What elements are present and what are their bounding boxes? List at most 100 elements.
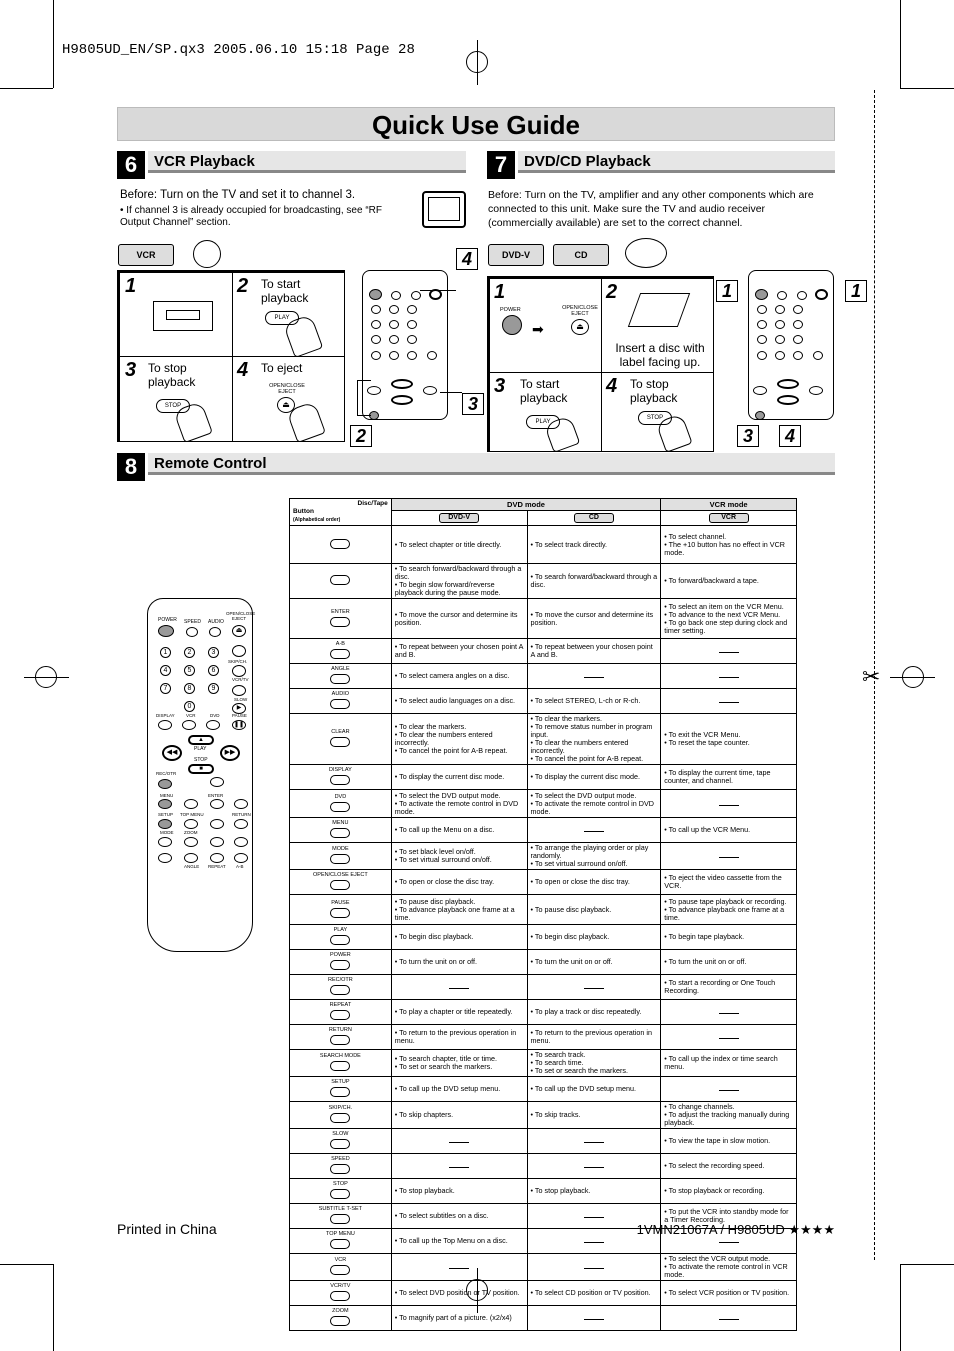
- dvd-button[interactable]: [407, 351, 417, 360]
- digit-button[interactable]: [757, 335, 767, 344]
- digit-button[interactable]: [389, 305, 399, 314]
- digit-7-button[interactable]: 7: [160, 683, 171, 694]
- ab-button[interactable]: [234, 853, 248, 863]
- digit-4-button[interactable]: 4: [160, 665, 171, 676]
- audio-button[interactable]: [411, 291, 421, 300]
- dvd-button[interactable]: [793, 351, 803, 360]
- up-button[interactable]: [210, 777, 224, 787]
- speed-button[interactable]: [186, 627, 198, 637]
- power-button[interactable]: [502, 315, 522, 335]
- setup-button[interactable]: [158, 819, 172, 829]
- digit-button[interactable]: [389, 320, 399, 329]
- rewind-button[interactable]: [753, 386, 767, 395]
- pause-button[interactable]: [427, 351, 437, 360]
- vcr-button[interactable]: [775, 351, 785, 360]
- digit-8-button[interactable]: 8: [184, 683, 195, 694]
- audio-button[interactable]: [797, 291, 807, 300]
- callout-number: 2: [350, 425, 372, 447]
- vcr-tv-button[interactable]: [232, 685, 246, 696]
- vcr-button[interactable]: [389, 351, 399, 360]
- stop-button[interactable]: ■: [188, 764, 214, 774]
- eject-button[interactable]: ⏏: [571, 319, 589, 335]
- button-name: SEARCH MODE: [319, 1053, 361, 1059]
- play-button[interactable]: [391, 379, 413, 389]
- digit-button[interactable]: [371, 320, 381, 329]
- digit-button[interactable]: [793, 305, 803, 314]
- digit-3-button[interactable]: 3: [208, 647, 219, 658]
- function-cell-cd: [526, 974, 662, 1000]
- digit-button[interactable]: [371, 305, 381, 314]
- digit-button[interactable]: [775, 320, 785, 329]
- eject-button[interactable]: [815, 289, 828, 300]
- display-button[interactable]: [371, 351, 381, 360]
- digit-button[interactable]: [407, 305, 417, 314]
- rewind-button[interactable]: [367, 386, 381, 395]
- enter-button[interactable]: [210, 799, 224, 809]
- rec-otr-button[interactable]: [755, 411, 765, 420]
- digit-button[interactable]: [407, 320, 417, 329]
- angle-button[interactable]: [184, 853, 198, 863]
- repeat-button[interactable]: [210, 853, 224, 863]
- digit-5-button[interactable]: 5: [184, 665, 195, 676]
- return-button[interactable]: [234, 819, 248, 829]
- play-button[interactable]: [777, 379, 799, 389]
- digit-button[interactable]: [389, 335, 399, 344]
- pause-button[interactable]: ❚❚: [232, 720, 246, 730]
- speed-button[interactable]: [391, 291, 401, 300]
- digit-9-button[interactable]: 9: [208, 683, 219, 694]
- fast-forward-button[interactable]: [809, 386, 823, 395]
- right-button[interactable]: [234, 799, 248, 809]
- menu-button[interactable]: [158, 799, 172, 809]
- play-button[interactable]: PLAY: [265, 311, 299, 325]
- play-button[interactable]: ▲: [188, 735, 214, 745]
- digit-button[interactable]: [757, 320, 767, 329]
- eject-button[interactable]: ⏏: [232, 625, 246, 637]
- audio-button[interactable]: [209, 627, 221, 637]
- speed-button[interactable]: [777, 291, 787, 300]
- rewind-button[interactable]: ◀◀: [162, 745, 182, 761]
- table-row: AUDIO• To select audio languages on a di…: [289, 688, 797, 714]
- stop-button[interactable]: STOP: [156, 399, 190, 413]
- digit-button[interactable]: [775, 305, 785, 314]
- slow-button[interactable]: ▶: [232, 703, 246, 714]
- digit-1-button[interactable]: 1: [160, 647, 171, 658]
- power-button[interactable]: [158, 625, 174, 637]
- stop-button[interactable]: [391, 395, 413, 405]
- search-mode-button[interactable]: [234, 837, 248, 847]
- skip-ch-up-button[interactable]: [232, 645, 246, 657]
- power-button[interactable]: [369, 289, 382, 300]
- power-button[interactable]: [755, 289, 768, 300]
- mode-button[interactable]: [158, 837, 172, 847]
- display-button[interactable]: [158, 720, 172, 730]
- play-button[interactable]: PLAY: [526, 415, 560, 429]
- display-button[interactable]: [757, 351, 767, 360]
- top-menu-button[interactable]: [184, 819, 198, 829]
- digit-button[interactable]: [793, 335, 803, 344]
- digit-button[interactable]: [793, 320, 803, 329]
- digit-button[interactable]: [371, 335, 381, 344]
- stop-button[interactable]: [777, 395, 799, 405]
- digit-2-button[interactable]: 2: [184, 647, 195, 658]
- fast-forward-button[interactable]: [423, 386, 437, 395]
- table-corner-header: Disc/Tape Button (Alphabetical order): [289, 498, 392, 526]
- vcr-button[interactable]: [182, 720, 196, 730]
- pause-button[interactable]: [813, 351, 823, 360]
- zoom-button[interactable]: [184, 837, 198, 847]
- dvd-button[interactable]: [206, 720, 220, 730]
- subtitle-button[interactable]: [158, 853, 172, 863]
- remote-button-icon: [330, 674, 351, 684]
- digit-button[interactable]: [775, 335, 785, 344]
- digit-6-button[interactable]: 6: [208, 665, 219, 676]
- clear-button[interactable]: [210, 837, 224, 847]
- left-button[interactable]: [184, 799, 198, 809]
- digit-0-button[interactable]: 0: [184, 701, 195, 712]
- vcr-step-3: 3 To stop playback STOP: [119, 356, 233, 444]
- eject-button[interactable]: ⏏: [277, 397, 295, 413]
- rec-otr-button[interactable]: [158, 779, 172, 789]
- stop-button[interactable]: STOP: [638, 411, 672, 425]
- digit-button[interactable]: [757, 305, 767, 314]
- fast-forward-button[interactable]: ▶▶: [220, 745, 240, 761]
- down-button[interactable]: [210, 819, 224, 829]
- digit-button[interactable]: [407, 335, 417, 344]
- skip-ch-down-button[interactable]: [232, 665, 246, 677]
